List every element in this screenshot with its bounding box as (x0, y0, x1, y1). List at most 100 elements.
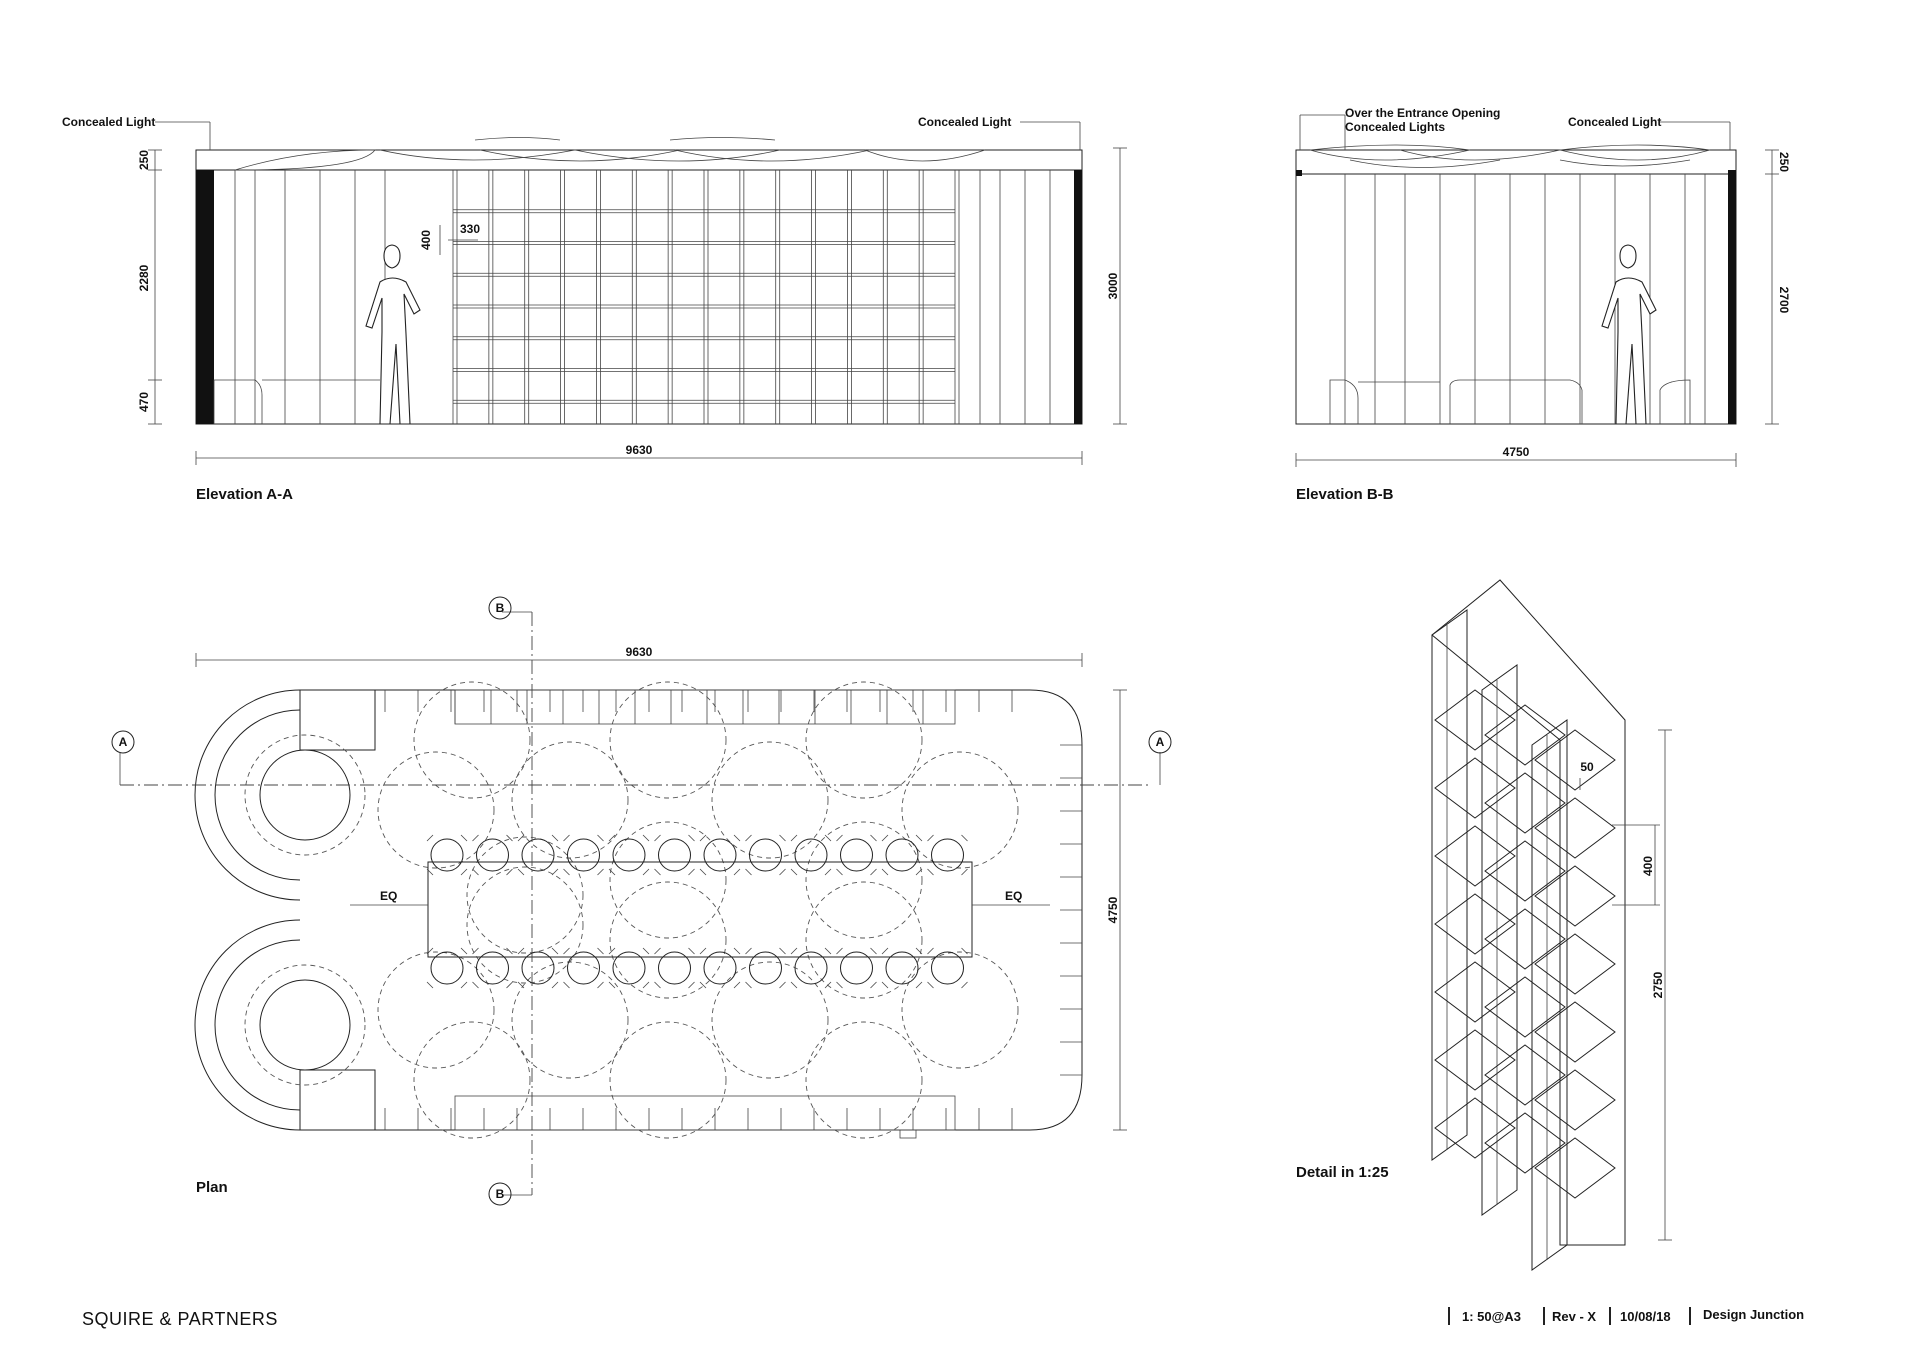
light-circle (466, 836, 584, 954)
elevation-a-title: Elevation A-A (196, 486, 293, 503)
chair-leg (472, 947, 479, 955)
chair-leg (517, 947, 525, 955)
chair-leg (506, 947, 513, 955)
chair-leg (642, 947, 650, 955)
chair-leg (608, 834, 616, 842)
label-entrance-opening: Over the Entrance Opening (1345, 106, 1500, 120)
elevation-b-title: Elevation B-B (1296, 486, 1394, 503)
shelf-unit (454, 1095, 956, 1131)
chair-leg (961, 834, 968, 842)
light-circle (413, 1021, 531, 1139)
chair (612, 838, 646, 872)
chair-leg (608, 868, 616, 876)
eq-left: EQ (380, 889, 397, 903)
chair (840, 838, 873, 872)
light-circle (511, 741, 629, 859)
dining-table (427, 861, 973, 958)
chair-leg (426, 981, 434, 989)
chair (703, 951, 737, 985)
chair-leg (881, 981, 889, 989)
dim-bottom-height: 470 (137, 392, 151, 412)
light-circle (805, 881, 923, 999)
dim-spacing: 400 (1641, 856, 1655, 876)
chairs (426, 834, 968, 989)
chair-leg (824, 981, 832, 989)
chair-leg (927, 834, 934, 842)
chair-leg (824, 868, 832, 876)
dim-top-height: 250 (1777, 152, 1791, 172)
elevation-a: 400 330 Concealed Light Concealed Light … (62, 115, 1127, 503)
chair-leg (472, 981, 479, 989)
diamond-shelf (1434, 689, 1516, 751)
dim-cell-width: 330 (460, 222, 480, 236)
diamond-shelf (1484, 772, 1566, 834)
diamond-shelf (1484, 1112, 1566, 1174)
chair-leg (733, 981, 741, 989)
chair-leg (836, 834, 843, 842)
diamond-shelf (1534, 797, 1616, 859)
chair-leg (460, 868, 468, 876)
section-b-bottom: B (496, 1187, 505, 1201)
chair-leg (745, 981, 752, 989)
dim-total-height: 3000 (1106, 272, 1120, 299)
overhead-light-circles (377, 681, 1019, 1139)
diamond-shelf (1534, 865, 1616, 927)
light-circle (609, 681, 727, 799)
dim-cell-height: 400 (419, 230, 433, 250)
chair (658, 838, 691, 872)
chair-leg (927, 947, 934, 955)
upright-panel (1431, 609, 1468, 1161)
diamond-shelf (1434, 757, 1516, 819)
chair-leg (699, 947, 707, 955)
chair-leg (563, 947, 570, 955)
chair-leg (688, 947, 695, 955)
section-a-right: A (1156, 735, 1165, 749)
dim-thickness: 50 (1580, 760, 1594, 774)
chair-leg (654, 947, 661, 955)
chair (430, 951, 464, 985)
chair (885, 838, 919, 872)
chair-leg (927, 981, 934, 989)
chair-leg (517, 868, 525, 876)
chair-leg (790, 947, 798, 955)
shelf-fins (384, 689, 1082, 1131)
chair-leg (745, 834, 752, 842)
dim-total-width: 9630 (626, 443, 653, 457)
title-block: SQUIRE & PARTNERS 1: 50@A3 Rev - X 10/08… (82, 1307, 1804, 1329)
chair-leg (779, 981, 786, 989)
dim-mid-height: 2280 (137, 264, 151, 291)
light-circle (413, 681, 531, 799)
light-circle (805, 681, 923, 799)
chair-leg (426, 947, 434, 955)
footer-revision: Rev - X (1552, 1309, 1596, 1324)
dim-total-width: 4750 (1503, 445, 1530, 459)
chair-leg (654, 834, 661, 842)
chair-leg (517, 981, 525, 989)
light-circle (609, 881, 727, 999)
section-b-top: B (496, 601, 505, 615)
chair-leg (460, 947, 468, 955)
light-circle (377, 751, 495, 869)
chair-leg (745, 868, 752, 876)
chair (794, 951, 828, 985)
dim-detail-height: 2750 (1651, 971, 1665, 998)
chair (476, 951, 509, 985)
chair-leg (745, 947, 752, 955)
chair-leg (426, 834, 434, 842)
chair-leg (597, 834, 604, 842)
light-circle (466, 866, 584, 984)
chair (749, 951, 782, 985)
chair-leg (961, 868, 968, 876)
chair-leg (824, 947, 832, 955)
chair-leg (699, 834, 707, 842)
diamond-shelf (1484, 976, 1566, 1038)
plan-title: Plan (196, 1179, 228, 1196)
chair-leg (779, 868, 786, 876)
diamond-shelf (1534, 729, 1616, 791)
dim-plan-depth: 4750 (1106, 896, 1120, 923)
chair-leg (733, 947, 741, 955)
chair-leg (688, 981, 695, 989)
chair-leg (597, 981, 604, 989)
chair-leg (597, 947, 604, 955)
chair-leg (460, 981, 468, 989)
